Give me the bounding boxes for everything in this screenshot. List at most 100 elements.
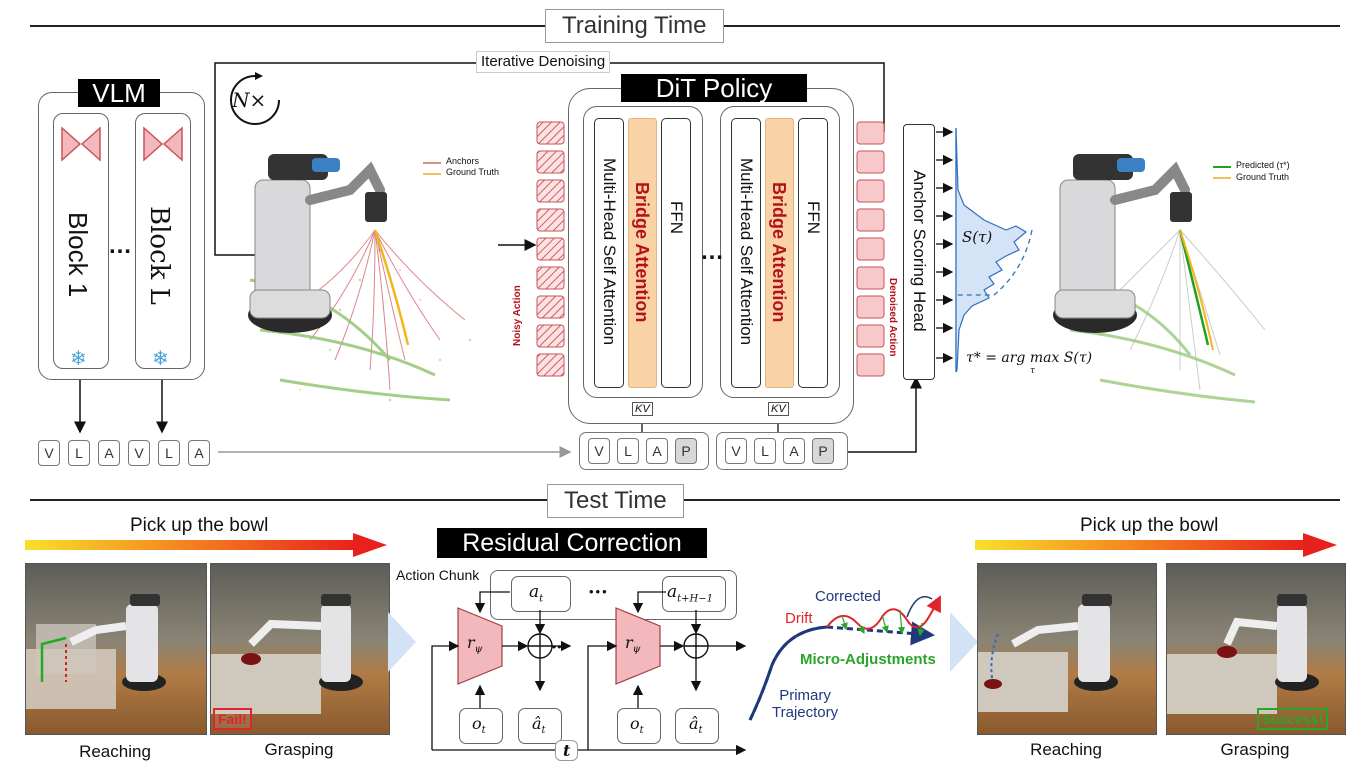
dit-ellipsis: … (700, 238, 724, 265)
mhsa-block (731, 118, 761, 388)
caption-reaching-right: Reaching (1030, 740, 1102, 759)
scene-grasping-fail: Fail! (210, 563, 390, 735)
traj-micro-label: Micro-Adjustments (800, 651, 936, 668)
scene-reaching-left (25, 563, 207, 735)
progress-arrow-right (975, 533, 1337, 557)
n-times-label: N× (232, 88, 267, 112)
bridge-attention-block (628, 118, 657, 388)
traj-drift-label: Drift (785, 610, 813, 627)
mhsa-label: Multi-Head Self Attention (737, 158, 756, 346)
robot-predicted-illustration (1053, 154, 1266, 404)
robot-anchors-illustration (248, 154, 472, 402)
mhsa-block (594, 118, 624, 388)
action-chunk-label: Action Chunk (396, 567, 480, 583)
caption-reaching-left: Reaching (79, 742, 151, 761)
trajectory-illustration (748, 595, 941, 721)
vlm-token: A (98, 440, 120, 466)
a-t-label: at (529, 582, 544, 605)
gt-legend-label: Ground Truth (446, 167, 500, 177)
anchors-legend-label: Anchors (446, 156, 480, 166)
ahat-label: ât (532, 714, 546, 737)
a-t-box (511, 576, 571, 612)
ahat-box (675, 708, 719, 744)
snowflake-icon: ❄ (70, 348, 87, 370)
bowtie-icon (61, 126, 101, 162)
dit-token: L (617, 438, 639, 464)
bridge-attention-label: Bridge Attention (632, 181, 652, 323)
mhsa-label: Multi-Head Self Attention (600, 158, 619, 346)
test-section-title: Test Time (547, 484, 684, 518)
score-label: S(τ) (962, 228, 993, 246)
pred-gt-legend-label: Ground Truth (1236, 172, 1290, 182)
vlm-token: L (158, 440, 180, 466)
loop-icon (230, 72, 280, 125)
bowtie-icon (143, 126, 183, 162)
dit-token: V (588, 438, 610, 464)
training-section-title: Training Time (545, 9, 724, 43)
snowflake-icon: ❄ (152, 348, 169, 370)
success-badge: Success! (1257, 708, 1329, 730)
o-t-box (459, 708, 503, 744)
vlm-token: L (68, 440, 90, 466)
predicted-legend-label: Predicted (τ*) (1236, 160, 1290, 170)
fail-badge: Fail! (213, 708, 252, 730)
vlm-block-1-label: Block 1 (63, 212, 93, 298)
denoised-action-stack (856, 121, 885, 377)
a-last-label: at+H−1 (667, 582, 713, 605)
chunk-dots: ••• (589, 584, 609, 599)
residual-diagram (431, 591, 747, 756)
scene-reaching-right (977, 563, 1157, 735)
vlm-title: VLM (78, 79, 160, 107)
anchors-legend-swatches (423, 162, 441, 175)
ffn-block (661, 118, 691, 388)
o-t-label: ot (472, 714, 486, 737)
traj-corrected-label: Corrected (815, 588, 881, 605)
bridge-attention-label: Bridge Attention (769, 181, 789, 323)
instruction-right: Pick up the bowl (1080, 515, 1219, 536)
a-last-box (662, 576, 726, 612)
flow-chevron (950, 612, 978, 672)
vlm-token: V (128, 440, 150, 466)
vlm-block-l-label: Block L (144, 205, 174, 305)
score-distribution (954, 127, 1033, 373)
flow-chevron (388, 612, 416, 672)
ahat-label: ât (689, 714, 703, 737)
noisy-action-label: Noisy Action (512, 285, 523, 346)
o-t-label: ot (630, 714, 644, 737)
denoised-action-label: Denoised Action (887, 277, 898, 357)
ffn-label: FFN (804, 201, 823, 235)
r-psi-label: rψ (625, 633, 641, 656)
dit-token-p: P (812, 438, 834, 464)
residual-correction-title: Residual Correction (437, 528, 707, 558)
vlm-token: A (188, 440, 210, 466)
argmax-label: τ* = arg max S(τ) (966, 350, 1093, 366)
dit-token: L (754, 438, 776, 464)
ahat-box (518, 708, 562, 744)
noisy-action-stack (536, 121, 565, 377)
test-divider (30, 499, 1340, 501)
traj-primary-label: Primary Trajectory (772, 687, 839, 721)
mid-dots: ••• (552, 640, 568, 654)
kv-label: KV (768, 402, 789, 416)
ffn-block (798, 118, 828, 388)
instruction-left: Pick up the bowl (130, 515, 269, 536)
ffn-label: FFN (667, 201, 686, 235)
anchor-scoring-head-label: Anchor Scoring Head (910, 170, 929, 332)
dit-token-p: P (675, 438, 697, 464)
t-label: t (555, 740, 579, 761)
vlm-token: V (38, 440, 60, 466)
dit-token: A (646, 438, 668, 464)
caption-grasping-right: Grasping (1220, 740, 1290, 759)
caption-grasping-left: Grasping (264, 740, 334, 759)
dit-token: A (783, 438, 805, 464)
scene-grasping-success: Success! (1166, 563, 1346, 735)
kv-label: KV (632, 402, 653, 416)
progress-arrow-left (25, 533, 387, 557)
dit-policy-title: DiT Policy (621, 74, 807, 102)
dit-token: V (725, 438, 747, 464)
argmax-sub: τ (1030, 366, 1035, 376)
r-psi-label: rψ (467, 633, 483, 656)
anchor-scoring-head (903, 124, 935, 380)
o-t-box (617, 708, 661, 744)
pred-legend-swatches (1213, 166, 1231, 179)
